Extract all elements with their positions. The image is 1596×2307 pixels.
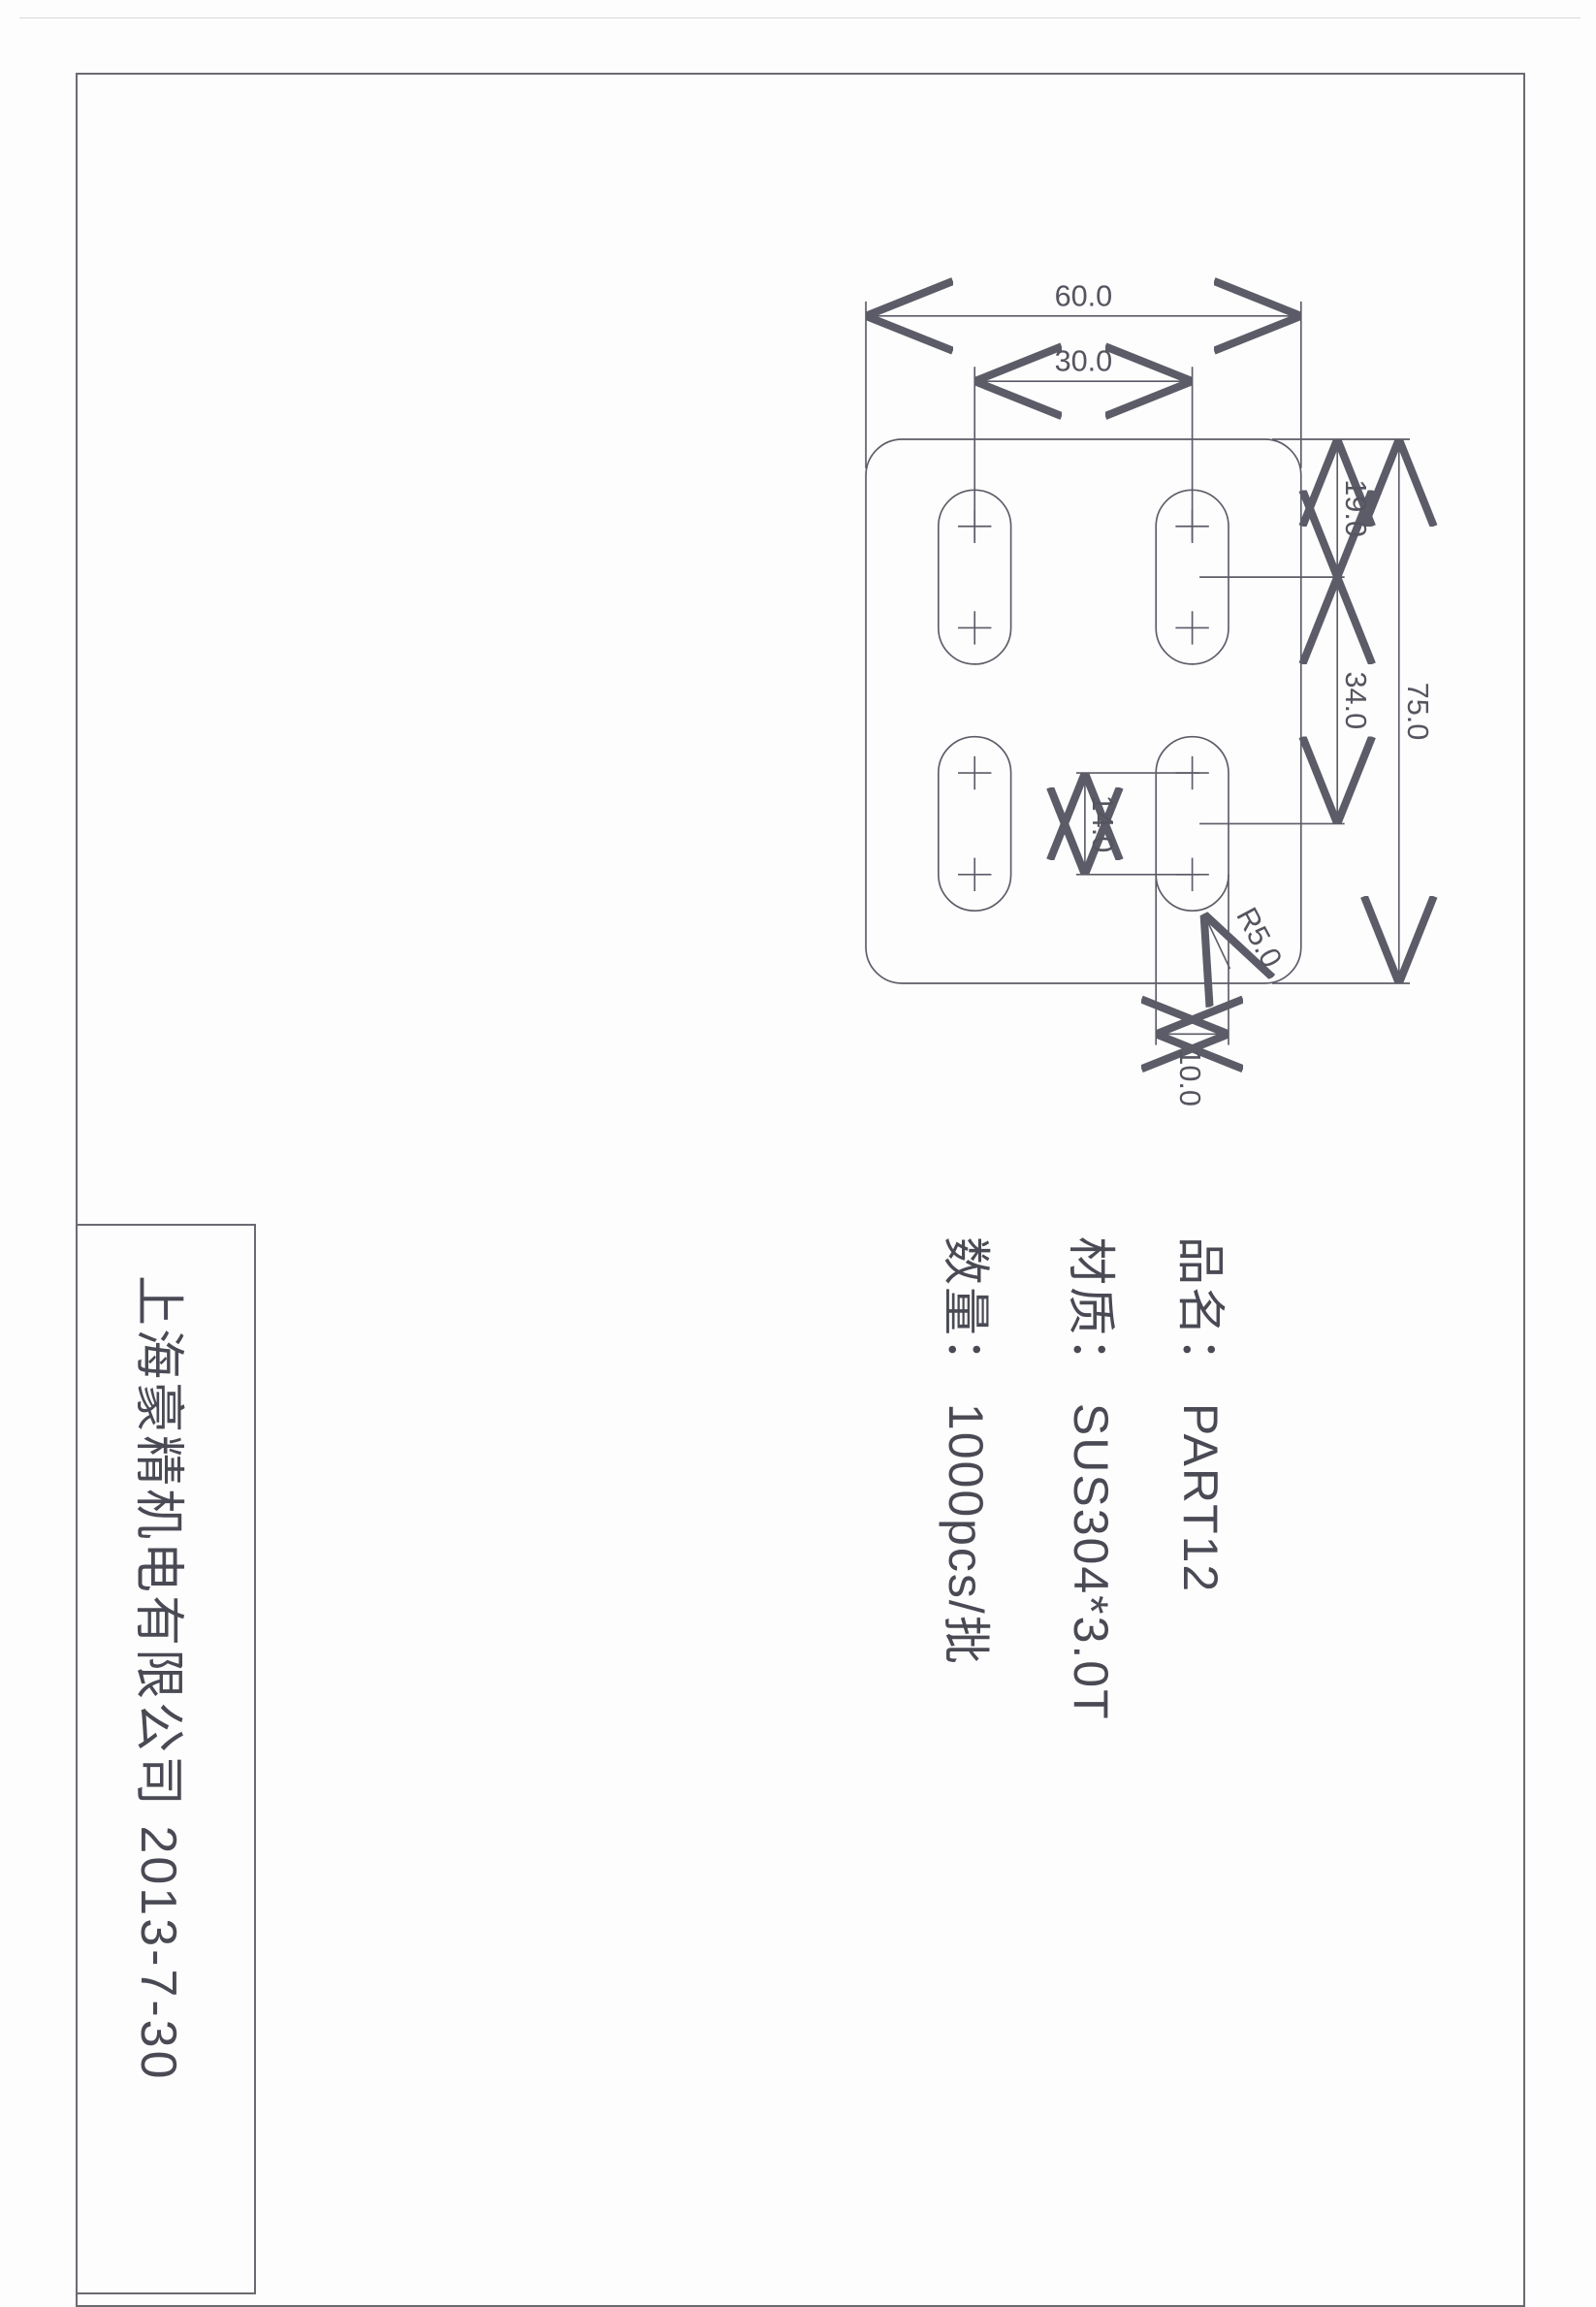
center-cross-icon [957,611,992,645]
dim-text-14: 14.0 [1086,795,1119,853]
center-cross-icon [1175,611,1209,645]
dim-text-10: 10.0 [1173,1048,1206,1106]
quantity-label: 数量： 1000pcs/批 [939,1236,993,1666]
slots [937,489,1229,913]
center-cross-icon [957,857,992,892]
center-cross-icon [957,755,992,790]
material-label: 材质： SUS304*3.0T [1064,1236,1118,1721]
slot [937,735,1012,913]
dim-text-r5: R5.0 [1229,902,1288,973]
dim-text-19: 19.0 [1339,479,1372,537]
dim-text-60: 60.0 [1055,279,1113,312]
dim-text-34: 34.0 [1339,671,1372,729]
scan-edge-line [19,17,1580,18]
plate-outline [865,438,1302,984]
radius-leader [1204,913,1230,969]
dim-text-30: 30.0 [1055,345,1113,378]
extension-lines [865,301,1411,1045]
part-name-label: 品名： PART12 [1173,1236,1228,1594]
company-and-date: 上海豪精机电有限公司 2013-7-30 [130,1275,186,2082]
center-marks [957,509,1209,892]
dim-text-75: 75.0 [1401,683,1434,741]
